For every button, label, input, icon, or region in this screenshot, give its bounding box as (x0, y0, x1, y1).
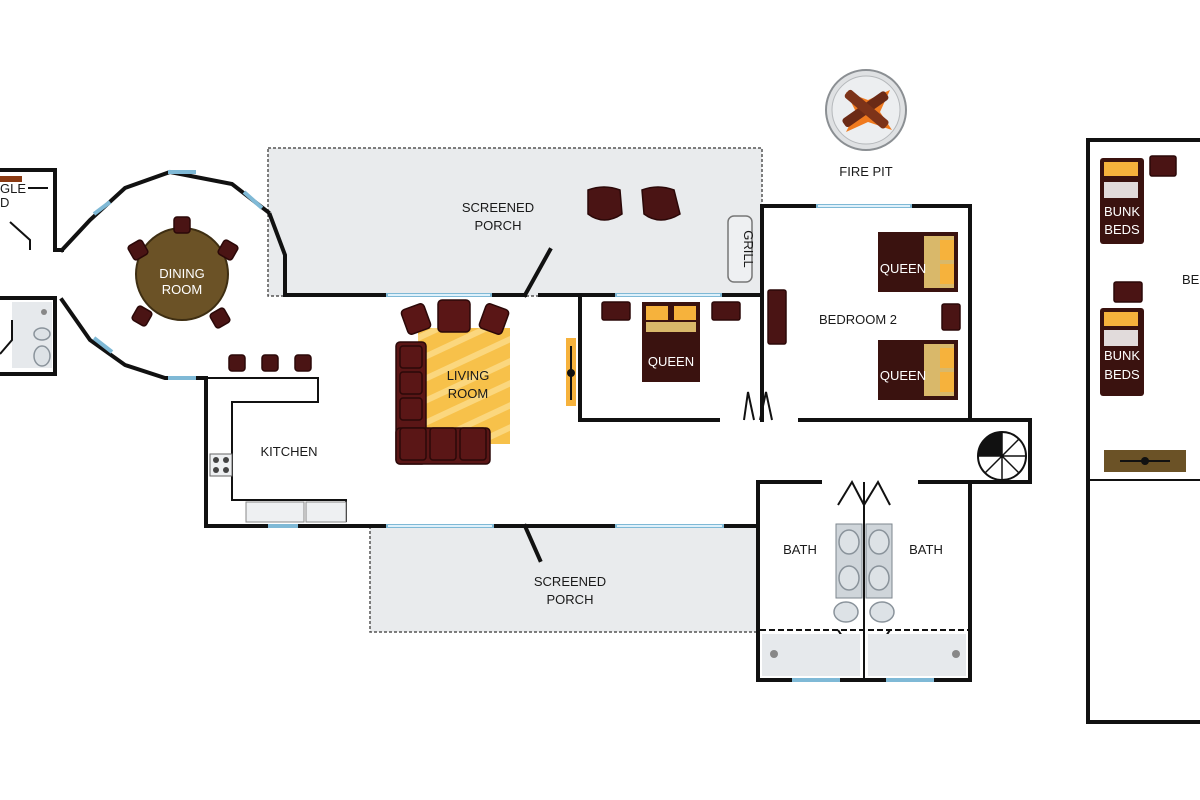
tv-stand (1104, 450, 1186, 472)
bunk-bed (1100, 308, 1144, 396)
kitchen-counter-appliances (245, 501, 347, 523)
bar-stool (294, 354, 312, 372)
porch-chair (641, 186, 681, 221)
fire-pit-icon (825, 69, 907, 151)
dresser (767, 289, 787, 345)
sectional-sofa (395, 341, 491, 465)
living-room-label-2: ROOM (448, 386, 488, 401)
nightstand (941, 303, 961, 331)
bedroom-2-label: BEDROOM 2 (819, 312, 897, 327)
dining-room-label-1: DINING (159, 266, 205, 281)
nightstand (601, 301, 631, 321)
screened-porch-top-label-1: SCREENED (462, 200, 534, 215)
bunk-top-label-1: BUNK (1104, 204, 1140, 219)
queen-bed (878, 340, 958, 400)
dining-table (127, 216, 239, 329)
bath-right-label: BATH (909, 542, 943, 557)
stove-icon (209, 453, 233, 477)
windows (92, 170, 934, 682)
nightstand (1113, 281, 1143, 303)
door-swings (522, 247, 891, 649)
kitchen-label: KITCHEN (260, 444, 317, 459)
queen-b2-bottom-label: QUEEN (880, 368, 926, 383)
tv-stand (566, 338, 576, 406)
porch-chair (587, 186, 623, 221)
bar-stool (261, 354, 279, 372)
screened-porch-bottom (369, 525, 759, 633)
living-room-label-1: LIVING (447, 368, 490, 383)
left-partial-room: GLE D (0, 176, 52, 368)
queen-b2-top-label: QUEEN (880, 261, 926, 276)
screened-porch-bottom-label-2: PORCH (547, 592, 594, 607)
screened-porch-top (267, 147, 763, 297)
grill-icon: GRILL (727, 215, 756, 283)
living-room-rug (418, 328, 510, 444)
bunk-top-label-2: BEDS (1104, 222, 1140, 237)
bath-left-label: BATH (783, 542, 817, 557)
nightstand (1149, 155, 1177, 177)
queen-bed (642, 302, 700, 382)
armchairs (400, 299, 510, 335)
bunk-bottom-label-2: BEDS (1104, 367, 1140, 382)
screened-porch-top-label-2: PORCH (475, 218, 522, 233)
right-partial-label: BED (1182, 272, 1200, 287)
queen-bed (878, 232, 958, 292)
screened-porch-bottom-label-1: SCREENED (534, 574, 606, 589)
left-partial-label-1: GLE (0, 181, 26, 196)
left-partial-label-2: D (0, 195, 9, 210)
vanity-sinks (835, 523, 893, 599)
bar-stool (228, 354, 246, 372)
nightstand (711, 301, 741, 321)
toilet-icon (833, 601, 895, 623)
queen-center-label: QUEEN (648, 354, 694, 369)
bunk-bottom-label-1: BUNK (1104, 348, 1140, 363)
fire-pit-label: FIRE PIT (839, 164, 893, 179)
spiral-stair-icon (977, 431, 1027, 481)
shower-icon (762, 634, 966, 676)
bunk-bed (1100, 158, 1144, 244)
grill-label: GRILL (741, 230, 756, 268)
dining-room-label-2: ROOM (162, 282, 202, 297)
